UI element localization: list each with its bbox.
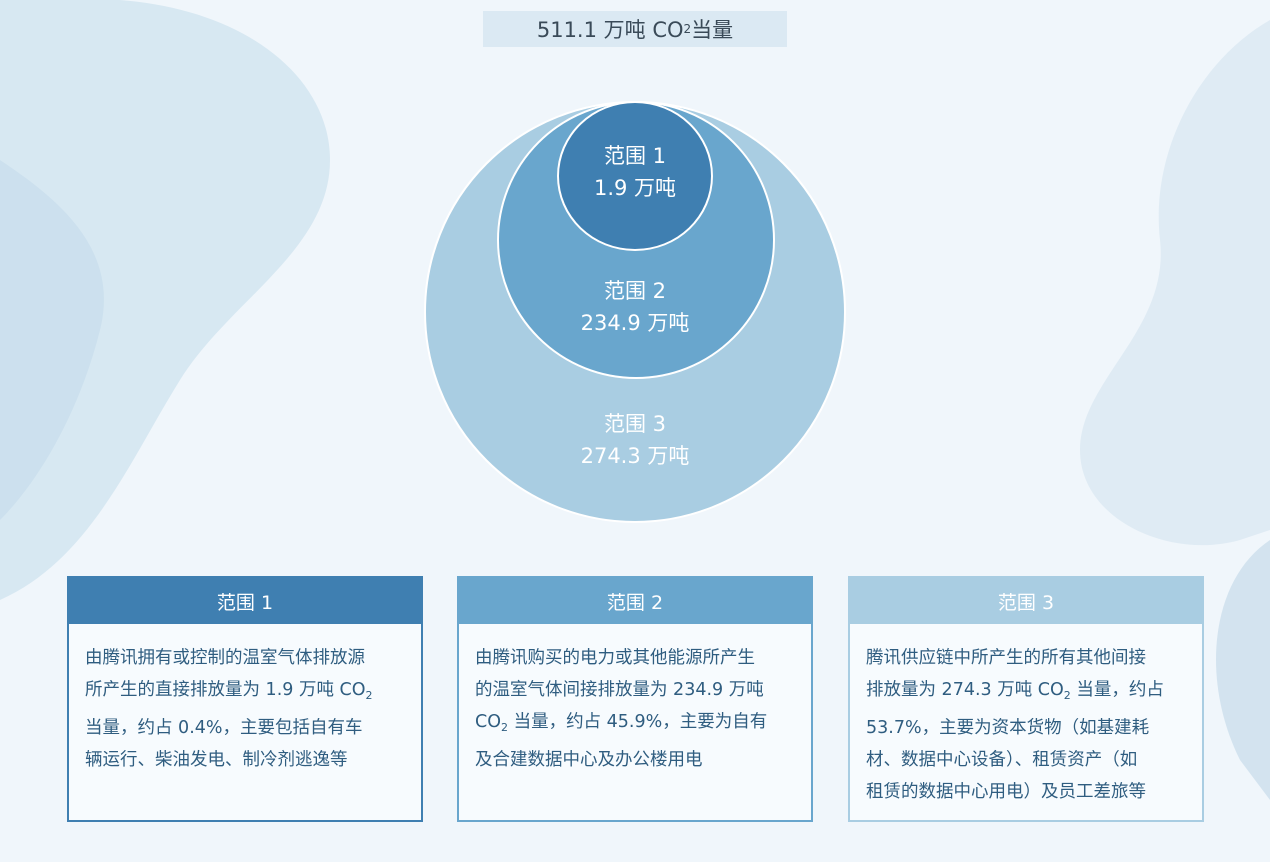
scope1-card-body: 由腾讯拥有或控制的温室气体排放源 所产生的直接排放量为 1.9 万吨 CO2 当… — [69, 624, 421, 776]
scope2-card-header: 范围 2 — [459, 578, 811, 624]
scope3-body-text: 排放量为 274.3 万吨 CO — [866, 680, 1064, 700]
scope1-card-header: 范围 1 — [69, 578, 421, 624]
scope2-body-text: CO — [475, 712, 501, 732]
scope2-body-line: 及合建数据中心及办公楼用电 — [475, 750, 703, 770]
title-text: 511.1 万吨 CO — [536, 18, 684, 42]
scope3-card-header: 范围 3 — [850, 578, 1202, 624]
scope1-circle-value: 1.9 万吨 — [593, 176, 677, 200]
title-subscript: 2 — [683, 22, 692, 36]
scope1-body-line: 辆运行、柴油发电、制冷剂逃逸等 — [85, 750, 348, 770]
scope3-card: 范围 3 腾讯供应链中所产生的所有其他间接 排放量为 274.3 万吨 CO2 … — [848, 576, 1204, 822]
scope3-body-line: 材、数据中心设备）、租赁资产（如 — [866, 750, 1138, 770]
scope1-card: 范围 1 由腾讯拥有或控制的温室气体排放源 所产生的直接排放量为 1.9 万吨 … — [67, 576, 423, 822]
scope1-circle-label: 范围 1 1.9 万吨 — [515, 140, 755, 204]
scope1-body-subscript: 2 — [365, 689, 373, 702]
scope3-body-line: 腾讯供应链中所产生的所有其他间接 — [866, 648, 1146, 668]
scope3-body-line: 53.7%，主要为资本货物（如基建耗 — [866, 718, 1150, 738]
scope1-body-line: 所产生的直接排放量为 1.9 万吨 CO2 — [85, 674, 411, 712]
scope2-circle-label: 范围 2 234.9 万吨 — [515, 275, 755, 339]
scope3-circle-label: 范围 3 274.3 万吨 — [515, 408, 755, 472]
scope2-body-line: CO2 当量，约占 45.9%，主要为自有 — [475, 706, 801, 744]
scope2-card: 范围 2 由腾讯购买的电力或其他能源所产生 的温室气体间接排放量为 234.9 … — [457, 576, 813, 822]
scope1-circle-name: 范围 1 — [603, 144, 667, 168]
scope3-body-line: 排放量为 274.3 万吨 CO2 当量，约占 — [866, 674, 1192, 712]
scope2-body-line: 由腾讯购买的电力或其他能源所产生 — [475, 648, 755, 668]
scope2-body-text: 当量，约占 45.9%，主要为自有 — [508, 712, 768, 732]
scope3-circle-value: 274.3 万吨 — [580, 444, 690, 468]
scope2-body-subscript: 2 — [501, 721, 508, 734]
scope2-circle-name: 范围 2 — [603, 279, 667, 303]
scope3-body-subscript: 2 — [1063, 689, 1071, 702]
scope3-body-text: 当量，约占 — [1070, 680, 1164, 700]
scope1-circle — [557, 101, 713, 251]
scope2-circle-value: 234.9 万吨 — [580, 311, 690, 335]
title-unit: 当量 — [691, 18, 734, 42]
scope2-body-line: 的温室气体间接排放量为 234.9 万吨 — [475, 680, 764, 700]
scope3-body-line: 租赁的数据中心用电）及员工差旅等 — [866, 782, 1146, 802]
scope1-body-text: 所产生的直接排放量为 1.9 万吨 CO — [85, 680, 366, 700]
scope1-body-line: 由腾讯拥有或控制的温室气体排放源 — [85, 648, 365, 668]
scope2-card-body: 由腾讯购买的电力或其他能源所产生 的温室气体间接排放量为 234.9 万吨 CO… — [459, 624, 811, 776]
scope1-body-line: 当量，约占 0.4%，主要包括自有车 — [85, 718, 363, 738]
scope3-circle-name: 范围 3 — [603, 412, 667, 436]
scope3-card-body: 腾讯供应链中所产生的所有其他间接 排放量为 274.3 万吨 CO2 当量，约占… — [850, 624, 1202, 808]
